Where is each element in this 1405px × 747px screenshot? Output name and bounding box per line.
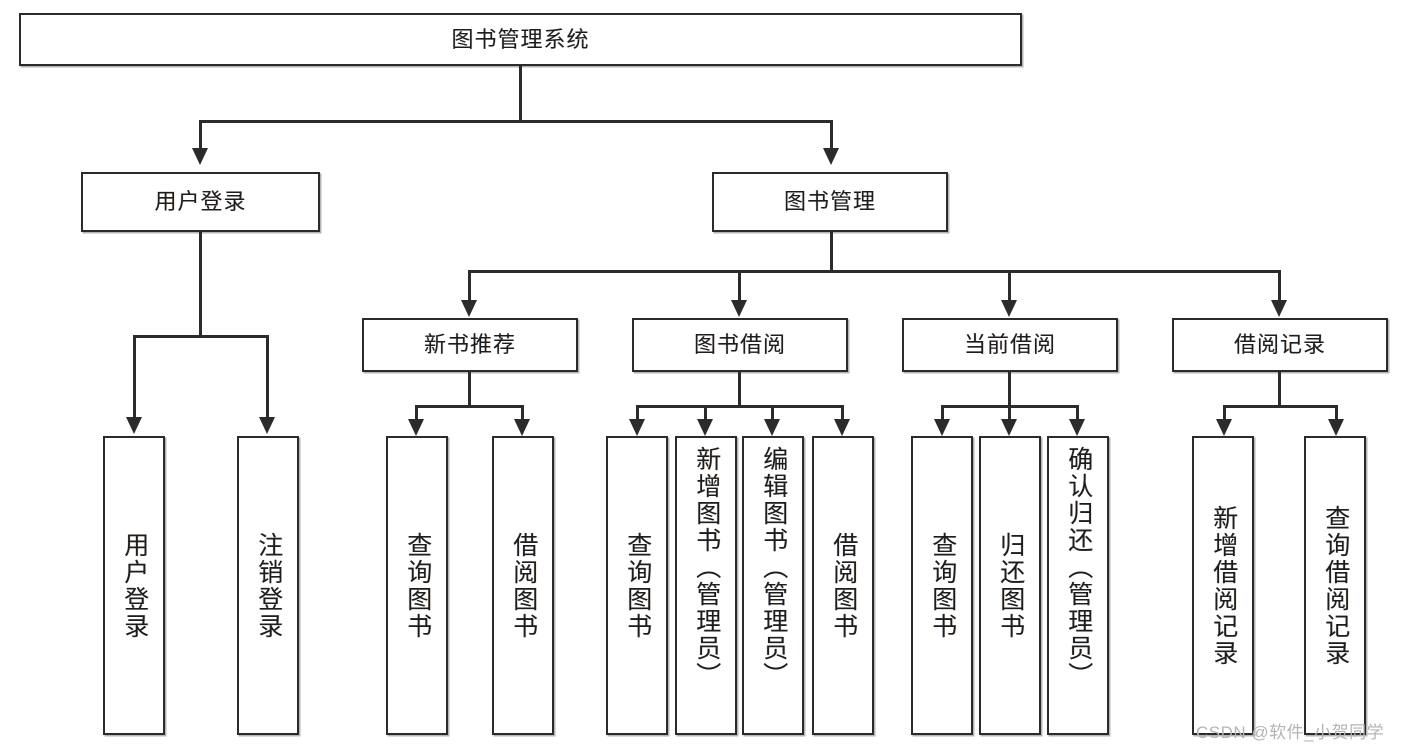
connector-bb-drop-1 [636,405,639,421]
connector-nbr-stem [468,372,471,405]
leaf-br-query-record[interactable]: 查询借阅记录 [1304,436,1366,735]
leaf-bb-add-book-admin[interactable]: 新增图书（管理员） [675,436,737,735]
leaf-nbr-borrow-book[interactable]: 借阅图书 [492,436,554,735]
arrowhead-leaf-user-login [126,417,142,434]
arrowhead-leaf-logout [259,417,275,434]
node-label: 新书推荐 [423,332,516,358]
connector-root-drop-left [199,120,202,150]
arrowhead-new-book-recommend [461,300,477,317]
leaf-br-add-record[interactable]: 新增借阅记录 [1192,436,1254,735]
leaf-label: 查询图书 [623,531,652,640]
connector-cb-drop-3 [1076,405,1079,421]
connector-br-bus [1223,405,1337,408]
leaf-label: 查询图书 [403,531,432,640]
leaf-label: 查询图书 [928,531,957,640]
connector-nbr-bus [415,405,523,408]
node-book-borrow[interactable]: 图书借阅 [632,318,848,372]
leaf-cb-query-book[interactable]: 查询图书 [911,436,973,735]
leaf-bb-edit-book-admin[interactable]: 编辑图书（管理员） [742,436,804,735]
leaf-logout[interactable]: 注销登录 [237,436,299,735]
connector-bm-drop-1 [468,270,471,302]
arrowhead-bb-leaf-2 [697,419,713,436]
leaf-label: 注销登录 [254,531,283,640]
connector-cb-drop-1 [941,405,944,421]
leaf-user-login[interactable]: 用户登录 [103,436,165,735]
arrowhead-cb-leaf-2 [1001,419,1017,436]
watermark-text: CSDN @软件_小贺同学 [1196,723,1385,742]
node-label: 图书管理系统 [451,26,590,52]
connector-bb-drop-3 [771,405,774,421]
connector-bm-drop-2 [738,270,741,302]
leaf-label: 新增借阅记录 [1209,504,1238,667]
node-label: 借阅记录 [1233,332,1326,358]
node-new-book-recommend[interactable]: 新书推荐 [362,318,578,372]
node-book-management[interactable]: 图书管理 [712,172,948,232]
connector-cb-stem [1008,372,1011,405]
leaf-label: 归还图书 [996,531,1025,640]
leaf-label: 确认归还（管理员） [1064,446,1093,689]
arrowhead-user-login [192,148,208,165]
node-borrow-record[interactable]: 借阅记录 [1172,318,1388,372]
leaf-label: 借阅图书 [829,531,858,640]
node-user-login[interactable]: 用户登录 [81,172,320,232]
leaf-label: 借阅图书 [509,531,538,640]
arrowhead-bb-leaf-1 [629,419,645,436]
arrowhead-bb-leaf-3 [764,419,780,436]
connector-br-drop-1 [1223,405,1226,421]
connector-book-management-stem [830,232,833,270]
node-label: 图书借阅 [693,332,786,358]
connector-nbr-drop-1 [415,405,418,421]
arrowhead-br-leaf-2 [1328,419,1344,436]
leaf-cb-confirm-return-admin[interactable]: 确认归还（管理员） [1047,436,1109,735]
connector-root-bus [199,120,832,123]
arrowhead-book-borrow [731,300,747,317]
connector-nbr-drop-2 [521,405,524,421]
leaf-label: 新增图书（管理员） [692,446,721,689]
connector-cb-drop-2 [1008,405,1011,421]
arrowhead-book-management [823,148,839,165]
leaf-label: 用户登录 [120,531,149,640]
leaf-cb-return-book[interactable]: 归还图书 [979,436,1041,735]
connector-user-login-drop-1 [133,335,136,419]
node-root-book-management-system[interactable]: 图书管理系统 [19,13,1022,66]
connector-root-drop-right [830,120,833,150]
leaf-label: 查询借阅记录 [1321,504,1350,667]
connector-root-stem [519,66,522,120]
arrowhead-nbr-leaf-2 [514,419,530,436]
connector-bb-stem [738,372,741,405]
arrowhead-current-borrow [1001,300,1017,317]
arrowhead-cb-leaf-3 [1069,419,1085,436]
connector-user-login-bus [133,335,268,338]
leaf-bb-borrow-book[interactable]: 借阅图书 [812,436,874,735]
node-label: 用户登录 [154,189,247,215]
arrowhead-borrow-record [1271,300,1287,317]
connector-user-login-drop-2 [266,335,269,419]
connector-bm-drop-4 [1278,270,1281,302]
leaf-label: 编辑图书（管理员） [759,446,788,689]
connector-book-management-bus [468,270,1280,273]
connector-bb-bus [636,405,843,408]
connector-bm-drop-3 [1008,270,1011,302]
leaf-bb-query-book[interactable]: 查询图书 [606,436,668,735]
arrowhead-br-leaf-1 [1216,419,1232,436]
leaf-nbr-query-book[interactable]: 查询图书 [386,436,448,735]
connector-br-drop-2 [1335,405,1338,421]
node-current-borrow[interactable]: 当前借阅 [902,318,1118,372]
connector-bb-drop-4 [841,405,844,421]
connector-bb-drop-2 [704,405,707,421]
node-label: 图书管理 [783,189,876,215]
connector-user-login-stem [199,232,202,335]
connector-br-stem [1278,372,1281,405]
node-label: 当前借阅 [963,332,1056,358]
arrowhead-nbr-leaf-1 [408,419,424,436]
arrowhead-bb-leaf-4 [834,419,850,436]
arrowhead-cb-leaf-1 [934,419,950,436]
